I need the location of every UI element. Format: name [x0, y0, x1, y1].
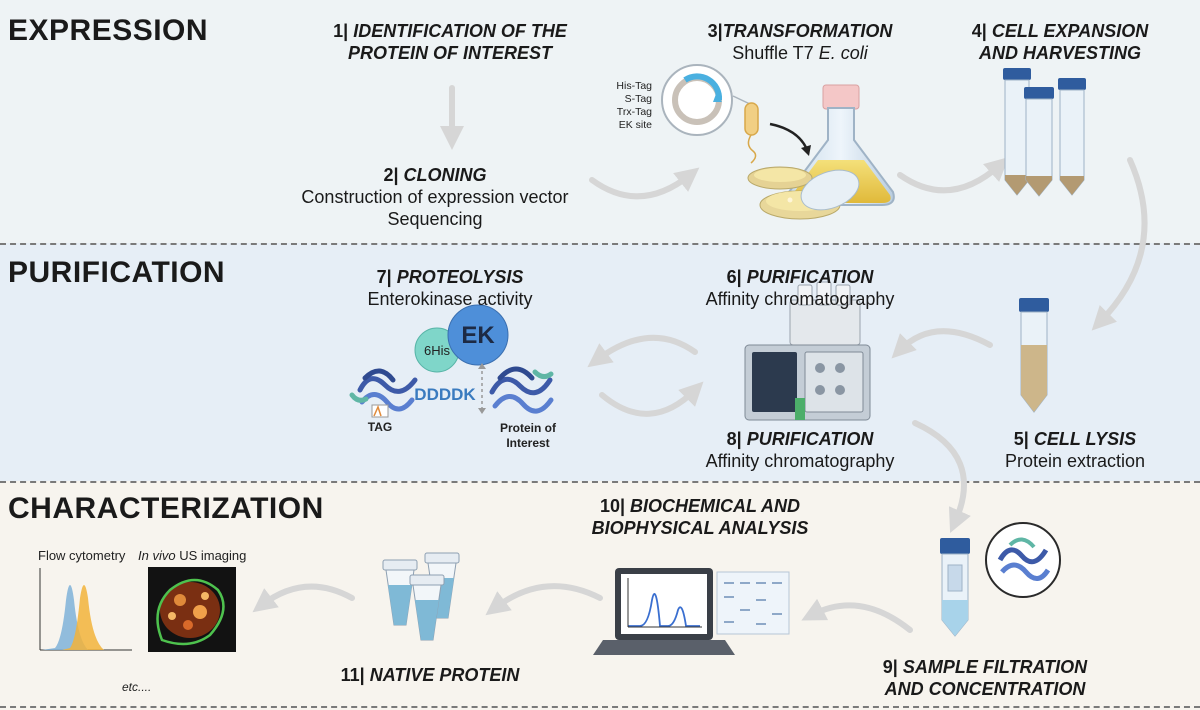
flow-arrows: [252, 85, 1148, 633]
expression-band: [0, 0, 1200, 243]
plasmid-tag: Trx-Tag: [616, 106, 652, 118]
plasmid-tag: EK site: [618, 119, 652, 131]
step-8-label: 8| PURIFICATION Affinity chromatography: [705, 429, 895, 471]
plasmid-tag: S-Tag: [624, 93, 652, 105]
step-10-label: 10| BIOCHEMICAL AND BIOPHYSICAL ANALYSIS: [591, 496, 809, 538]
arrow-2-to-3: [589, 167, 700, 200]
petri-dishes-icon: [747, 166, 860, 220]
protein-of-interest-label: Protein of Interest: [500, 421, 556, 450]
step-5-label: 5| CELL LYSIS Protein extraction: [1004, 429, 1146, 471]
section-title-purification: PURIFICATION: [8, 256, 226, 289]
filtration-tube-icon: [940, 538, 970, 637]
step-9-label: 9| SAMPLE FILTRATION AND CONCENTRATION: [882, 657, 1088, 699]
flow-cytometry-plot: [39, 568, 132, 651]
arrow-11-to-apps: [252, 583, 355, 613]
section-title-expression: EXPRESSION: [8, 14, 209, 47]
proteolysis-illustration: [349, 304, 554, 418]
step-1-label: 1| IDENTIFICATION OF THE PROTEIN OF INTE…: [333, 21, 567, 63]
microtubes-icon: [382, 552, 460, 641]
plasmid-tag: His-Tag: [616, 80, 652, 92]
section-title-characterization: CHARACTERIZATION: [8, 492, 324, 525]
divider-bottom: [0, 706, 1200, 708]
step-6-label: 6| PURIFICATION Affinity chromatography: [705, 267, 895, 309]
laptop-icon: [593, 568, 735, 655]
ddddk-label: DDDDK: [414, 385, 476, 404]
purified-protein-icon: [985, 522, 1061, 598]
in-vivo-imaging-label: In vivo US imaging: [138, 548, 247, 563]
arrow-6-to-7: [587, 334, 698, 368]
step-11-label: 11| NATIVE PROTEIN: [340, 665, 520, 685]
tag-structure: [349, 368, 418, 412]
step-4-label: 4| CELL EXPANSION AND HARVESTING: [971, 21, 1149, 63]
step-3-label: 3|TRANSFORMATION Shuffle T7 E. coli: [707, 21, 893, 63]
divider-purification-characterization: [0, 481, 1200, 483]
arrow-3-to-4: [897, 156, 1009, 194]
his-tag-label: 6His: [423, 343, 450, 358]
fplc-system-icon: [744, 281, 871, 421]
ultrasound-image: [148, 567, 236, 652]
arrow-7-to-8: [599, 381, 704, 417]
step-2-label: 2| CLONING Construction of expression ve…: [301, 165, 569, 229]
falcon-tubes-icon: [1003, 68, 1086, 197]
arrow-4-to-5: [1091, 157, 1148, 331]
flow-cytometry-label: Flow cytometry: [38, 548, 126, 563]
arrow-5-to-6: [891, 328, 993, 359]
tag-label: TAG: [367, 420, 393, 434]
enterokinase-label: EK: [461, 322, 495, 349]
divider-expression-purification: [0, 243, 1200, 245]
step-7-label: 7| PROTEOLYSIS Enterokinase activity: [367, 267, 533, 309]
arrow-10-to-11: [485, 583, 603, 616]
etc-label: etc....: [122, 680, 152, 694]
lysis-tube-icon: [1019, 298, 1049, 413]
plasmid-icon: [661, 64, 753, 136]
protein-of-interest-structure: [489, 366, 554, 414]
enterokinase-bubble: [447, 304, 509, 366]
plasmid-tag-list: His-Tag S-Tag Trx-Tag EK site: [600, 80, 652, 132]
arrow-8-to-9: [912, 420, 971, 533]
sds-gel-icon: [716, 571, 790, 635]
bacterium-icon: [744, 102, 759, 164]
arrow-9-to-10: [801, 598, 913, 633]
